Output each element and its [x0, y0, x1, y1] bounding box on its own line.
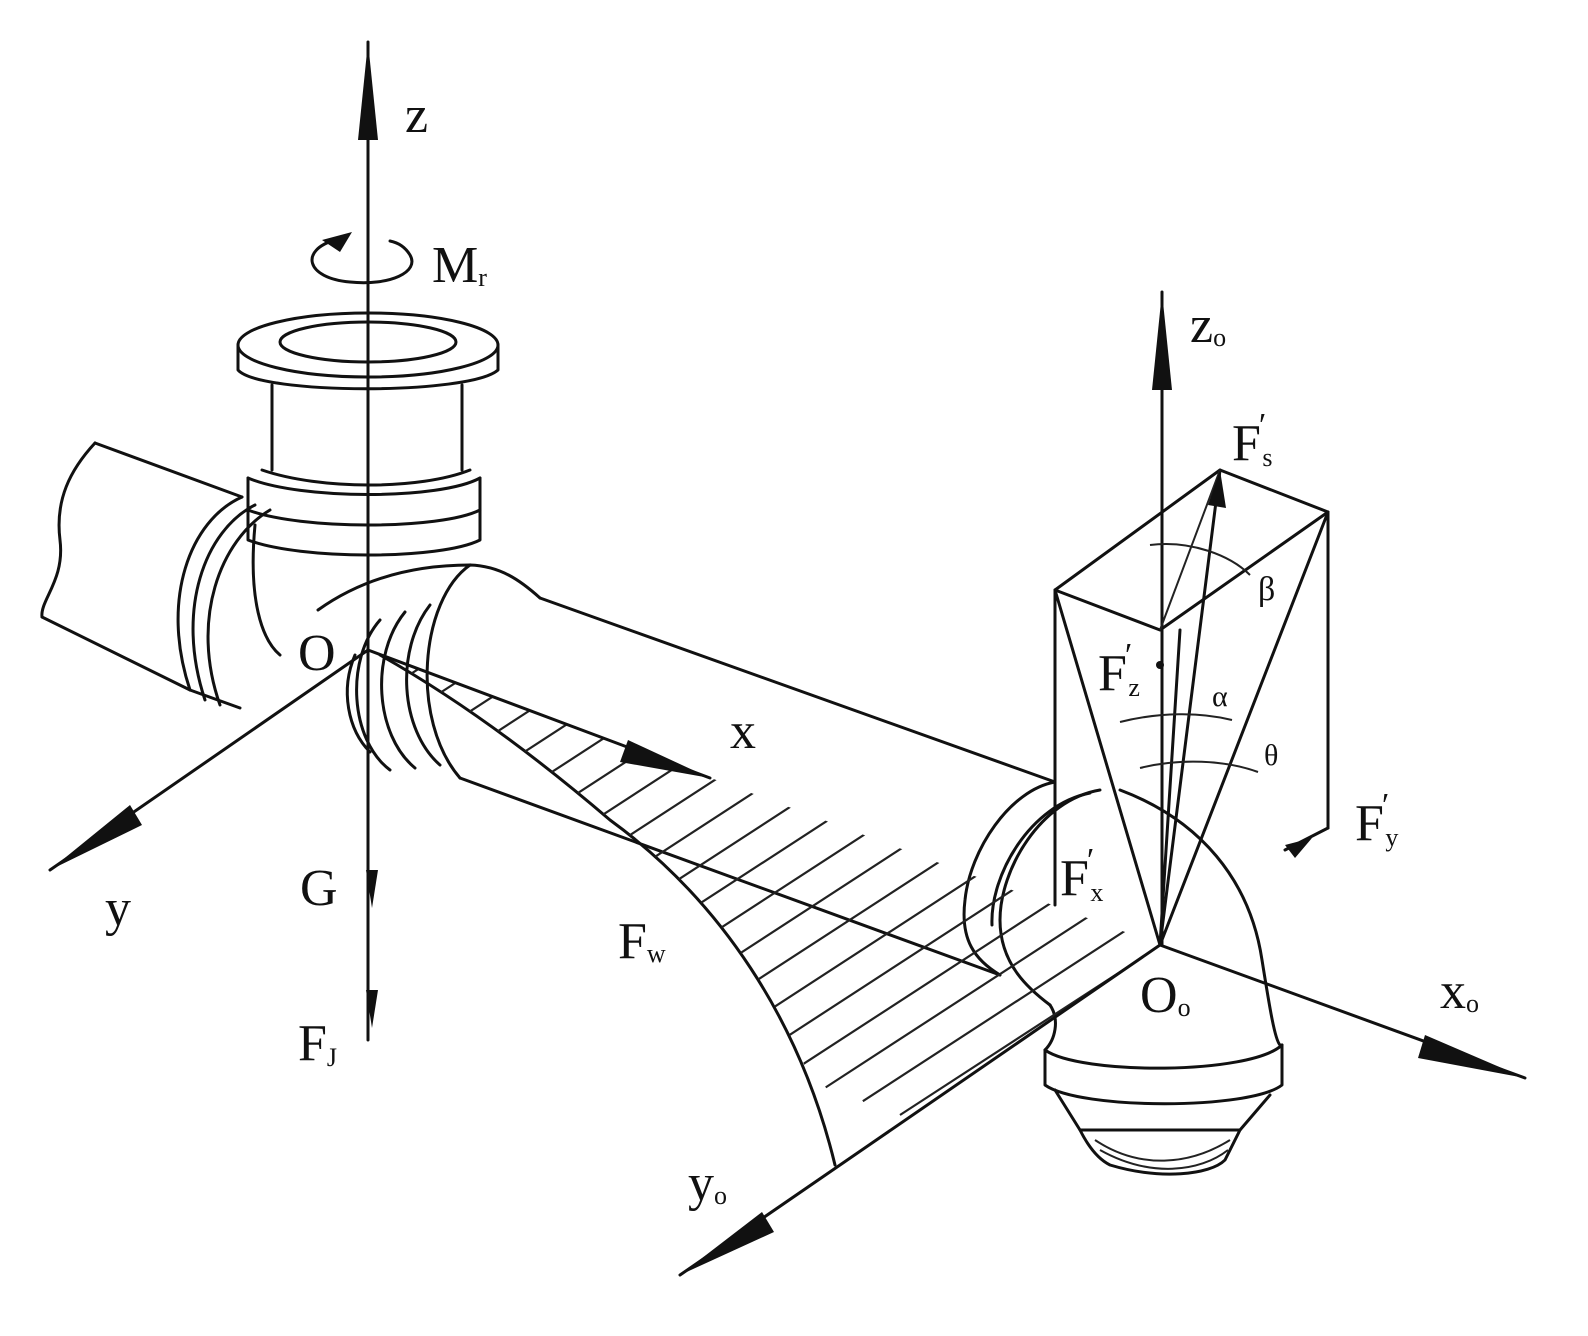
label-y0: yo — [688, 1155, 727, 1212]
y0-axis-arrowhead — [680, 1212, 774, 1275]
hatch-line — [825, 891, 1127, 1089]
hatch-line — [602, 808, 904, 1006]
z-axis-arrowhead — [358, 42, 378, 140]
hatch-line — [713, 850, 1015, 1047]
label-fs: F′s — [1232, 407, 1272, 472]
beta-arc — [1149, 543, 1251, 576]
y-axis-arrowhead — [50, 805, 142, 870]
moment-mr-arrowhead — [322, 232, 352, 252]
label-fz: F′z — [1098, 637, 1140, 702]
x-axis-arrowhead — [620, 740, 710, 778]
label-y: y — [105, 880, 131, 937]
fj-arrowhead — [366, 990, 378, 1028]
z0-axis-arrowhead — [1152, 292, 1172, 390]
force-resolution-box — [1053, 468, 1330, 947]
label-theta: θ — [1264, 739, 1278, 772]
g-arrowhead — [366, 870, 378, 908]
hatch-line — [380, 656, 495, 854]
fy-arrowhead — [1285, 838, 1312, 858]
label-fx: F′x — [1060, 842, 1103, 907]
label-z: z — [405, 87, 428, 144]
label-mr: Mr — [432, 237, 487, 294]
alpha-arc — [1119, 713, 1233, 723]
hatch-line — [676, 836, 978, 1034]
hatch-line — [565, 794, 867, 992]
label-fj: FJ — [298, 1015, 337, 1072]
label-fy: F′y — [1355, 787, 1398, 852]
hatch-line — [750, 863, 1053, 1061]
left-pipe — [40, 441, 272, 710]
label-z0: zo — [1190, 297, 1226, 354]
hatch-line — [380, 698, 607, 895]
hatch-line — [380, 684, 570, 882]
label-origin-o: O — [298, 625, 336, 682]
label-beta: β — [1258, 571, 1275, 608]
label-g: G — [300, 860, 338, 917]
theta-arc — [1139, 760, 1259, 773]
moment-mr-arrow — [310, 238, 414, 285]
hatch-line — [787, 877, 1090, 1075]
local-axes — [678, 290, 1527, 1277]
x0-axis-arrowhead — [1418, 1035, 1525, 1078]
label-fw: Fw — [618, 913, 666, 970]
label-x: x — [730, 703, 756, 760]
fs-arrowhead — [1208, 470, 1226, 508]
hatch-line — [453, 753, 755, 951]
labels: z Mr O y G FJ x Fw yo zo F′s F′z β α θ F… — [105, 87, 1479, 1212]
hatch-line — [639, 822, 941, 1020]
global-axes — [48, 40, 712, 1042]
label-alpha: α — [1212, 680, 1228, 713]
hatch-line — [862, 905, 1160, 1103]
label-x0: xo — [1440, 963, 1479, 1020]
label-o0: Oo — [1140, 967, 1191, 1024]
hatch-line — [380, 655, 421, 826]
